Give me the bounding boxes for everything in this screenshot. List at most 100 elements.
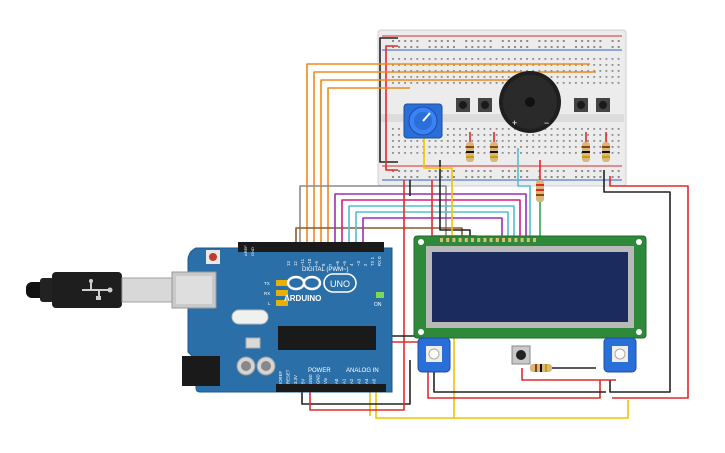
breadboard-hole — [398, 140, 400, 142]
arduino-uno[interactable] — [171, 242, 393, 393]
breadboard-hole — [562, 82, 565, 84]
breadboard-hole — [477, 176, 480, 178]
breadboard-hole — [593, 82, 596, 84]
breadboard-hole — [550, 140, 553, 142]
push-button[interactable] — [511, 345, 531, 365]
breadboard-hole — [587, 76, 589, 78]
breadboard-hole — [575, 170, 577, 172]
breadboard-hole — [477, 82, 480, 84]
lcd-16x2[interactable] — [413, 235, 647, 339]
push-button[interactable] — [478, 98, 492, 112]
breadboard-hole — [550, 170, 553, 172]
breadboard-hole — [562, 58, 565, 60]
breadboard-hole — [501, 40, 504, 42]
resistor — [466, 142, 474, 162]
breadboard-hole — [611, 82, 614, 84]
pin-label: RX 0 — [377, 256, 382, 266]
breadboard-hole — [392, 76, 394, 78]
breadboard-hole — [575, 140, 577, 142]
breadboard-hole — [416, 140, 419, 142]
breadboard-hole — [520, 64, 522, 66]
breadboard-hole — [483, 140, 486, 142]
breadboard-hole — [392, 82, 394, 84]
wire-orange — [313, 71, 596, 250]
breadboard-hole — [410, 40, 413, 42]
breadboard-hole — [611, 170, 614, 172]
breadboard-hole — [501, 176, 504, 178]
breadboard-hole — [538, 134, 541, 136]
breadboard-hole — [404, 140, 406, 142]
breadboard-hole — [434, 46, 437, 48]
breadboard-hole — [446, 46, 449, 48]
breadboard-hole — [575, 146, 577, 148]
breadboard-hole — [599, 46, 602, 48]
push-button[interactable] — [574, 98, 588, 112]
breadboard-hole — [514, 46, 516, 48]
breadboard-hole — [550, 134, 553, 136]
breadboard-hole — [599, 140, 602, 142]
breadboard-hole — [507, 76, 510, 78]
breadboard-hole — [514, 64, 516, 66]
breadboard-hole — [575, 152, 577, 154]
breadboard-hole — [434, 146, 437, 148]
breadboard-hole — [465, 134, 467, 136]
breadboard-hole — [501, 70, 504, 72]
potentiometer[interactable] — [403, 103, 443, 139]
breadboard-hole — [410, 58, 413, 60]
wire-black — [433, 372, 606, 393]
breadboard-hole — [605, 82, 608, 84]
breadboard-hole — [556, 58, 559, 60]
breadboard-hole — [495, 58, 498, 60]
wire-red — [427, 372, 601, 399]
breadboard-hole — [489, 82, 492, 84]
breadboard-hole — [581, 58, 583, 60]
breadboard-hole — [562, 64, 565, 66]
breadboard-hole — [416, 176, 419, 178]
breadboard-hole — [575, 58, 577, 60]
breadboard-hole — [507, 64, 510, 66]
breadboard-hole — [575, 46, 577, 48]
breadboard-hole — [562, 40, 565, 42]
breadboard-hole — [392, 128, 394, 130]
breadboard-hole — [520, 176, 523, 178]
breadboard-hole — [556, 64, 559, 66]
breadboard-hole — [477, 70, 480, 72]
breadboard-hole — [446, 140, 449, 142]
breadboard-hole — [477, 128, 480, 130]
breadboard-hole — [459, 64, 461, 66]
breadboard-hole — [544, 46, 547, 48]
breadboard-hole — [465, 58, 467, 60]
breadboard-hole — [404, 58, 406, 60]
breadboard-hole — [562, 46, 565, 48]
breadboard-hole — [471, 46, 474, 48]
breadboard-hole — [568, 152, 571, 154]
breadboard-hole — [556, 176, 559, 178]
rgb-led-module[interactable] — [603, 337, 637, 373]
breadboard-hole — [471, 40, 474, 42]
pin-label: 4 — [349, 263, 354, 266]
breadboard-hole — [575, 64, 577, 66]
breadboard-hole — [453, 46, 455, 48]
breadboard-hole — [428, 70, 431, 72]
breadboard-hole — [538, 40, 541, 42]
breadboard-hole — [538, 46, 541, 48]
breadboard-hole — [599, 146, 602, 148]
piezo-buzzer[interactable]: + − — [499, 71, 561, 133]
breadboard-hole — [483, 128, 486, 130]
push-button[interactable] — [596, 98, 610, 112]
breadboard-hole — [550, 40, 553, 42]
breadboard-hole — [581, 40, 584, 42]
breadboard-hole — [489, 40, 492, 42]
breadboard-hole — [392, 40, 394, 42]
breadboard-hole — [483, 170, 486, 172]
lcd-pin — [533, 238, 536, 242]
breadboard-hole — [410, 70, 413, 72]
rgb-led-module[interactable] — [417, 337, 451, 373]
breadboard-hole — [416, 64, 419, 66]
breadboard-hole — [581, 70, 583, 72]
breadboard-hole — [428, 76, 431, 78]
breadboard-hole — [593, 152, 596, 154]
lcd-pin — [514, 238, 518, 242]
push-button[interactable] — [456, 98, 470, 112]
